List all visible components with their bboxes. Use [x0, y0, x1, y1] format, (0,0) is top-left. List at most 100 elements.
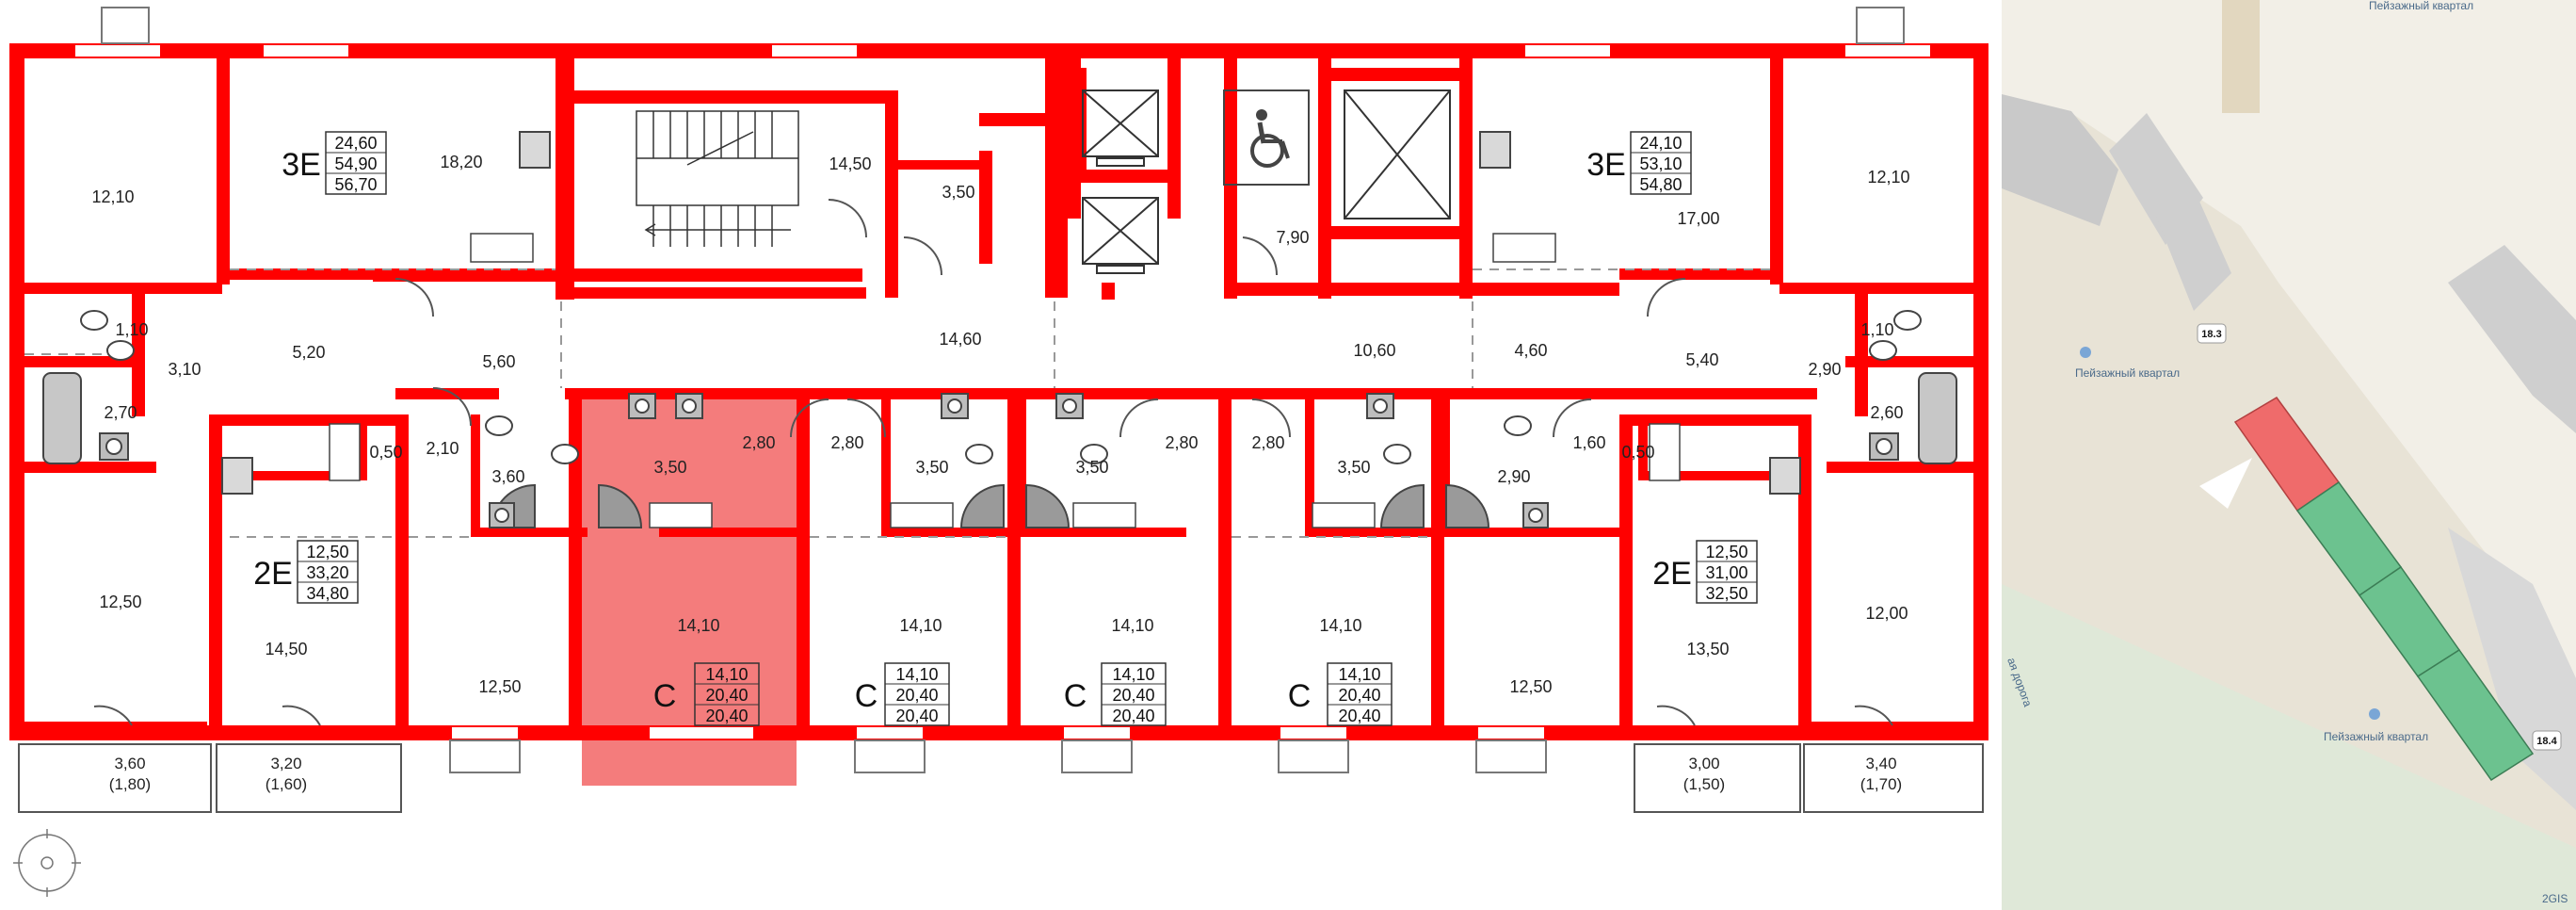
balcony-area: 3,40: [1865, 755, 1896, 772]
total-area-with-balcony: 34,80: [306, 584, 348, 603]
map-building: [2156, 188, 2231, 311]
apartment-type: 2Е: [253, 556, 293, 592]
total-area: 54,90: [334, 154, 377, 173]
building-number: 18.4: [2536, 736, 2557, 747]
apartment-box-studio-3[interactable]: С 14,10 20,40 20,40: [1064, 662, 1167, 726]
apartment-box-studio-2[interactable]: С 14,10 20,40 20,40: [855, 662, 950, 726]
room-area: 3,50: [915, 458, 948, 477]
room-area: 1,10: [115, 320, 148, 339]
counter-icon: [329, 233, 1681, 528]
balcony-outlines: [18, 743, 1984, 813]
room-area: 14,50: [829, 154, 871, 173]
room-area: 3,50: [653, 458, 686, 477]
room-area: 2,80: [1251, 433, 1284, 452]
room-area: 0,50: [1621, 443, 1654, 462]
map-building: [2002, 94, 2118, 226]
map-label: Пейзажный квартал: [2369, 0, 2473, 12]
room-area: 1,60: [1572, 433, 1605, 452]
room-area: 5,60: [482, 352, 515, 371]
total-area: 20,40: [895, 686, 938, 705]
room-area: 5,20: [292, 343, 325, 362]
shower-icon: [1445, 483, 1490, 528]
living-area: 14,10: [1112, 665, 1154, 684]
selected-apartment-highlight[interactable]: [582, 388, 797, 786]
apartment-box-studio-4[interactable]: С 14,10 20,40 20,40: [1288, 662, 1393, 726]
living-area: 24,60: [334, 134, 377, 153]
balcony-area: 3,20: [270, 755, 301, 772]
total-area: 53,10: [1639, 154, 1682, 173]
room-area: 12,00: [1865, 604, 1908, 623]
map-label: Пейзажный квартал: [2324, 730, 2428, 743]
room-area: 14,10: [1319, 616, 1361, 635]
room-area: 2,80: [830, 433, 863, 452]
balcony-area: 3,00: [1688, 755, 1719, 772]
stove-icon: [221, 131, 1801, 495]
room-area: 13,50: [1686, 640, 1729, 658]
map-poi-icon[interactable]: [2080, 347, 2091, 358]
room-area: 12,10: [91, 187, 134, 206]
room-area: 5,40: [1685, 350, 1718, 369]
building-number-badge: [2197, 323, 2227, 344]
balcony-area-reduced: (1,80): [109, 775, 151, 793]
living-area: 14,10: [895, 665, 938, 684]
total-area-with-balcony: 20,40: [895, 707, 938, 725]
elevator-2: [1082, 197, 1159, 274]
door-swings: [93, 199, 1893, 726]
living-area: 12,50: [1705, 543, 1747, 561]
bathtub-icon: [1918, 372, 1957, 464]
room-area-labels: 12,10 18,20 14,50 3,50 7,90 17,00 12,10 …: [91, 153, 1909, 696]
map-building: [2448, 245, 2576, 433]
room-area: 1,10: [1860, 320, 1893, 339]
room-area: 18,20: [440, 153, 482, 171]
apartment-type: 3Е: [282, 147, 321, 183]
total-area: 20,40: [1112, 686, 1154, 705]
map-brand: 2GIS: [2542, 892, 2568, 905]
location-map[interactable]: ая дорога Пейзажный квартал Пейзажный кв…: [2002, 0, 2576, 910]
room-area: 12,50: [1509, 677, 1552, 696]
room-area: 14,10: [1111, 616, 1153, 635]
total-area-with-balcony: 20,40: [705, 707, 748, 725]
total-area: 33,20: [306, 563, 348, 582]
room-area: 17,00: [1677, 209, 1719, 228]
balcony-area-reduced: (1,50): [1683, 775, 1725, 793]
sink-icon: [99, 393, 1899, 528]
total-area-with-balcony: 54,80: [1639, 175, 1682, 194]
apartment-box-2e-left[interactable]: 2Е 12,50 33,20 34,80: [253, 540, 359, 604]
wheelchair-icon: [1223, 89, 1310, 186]
room-area: 3,10: [168, 360, 201, 379]
living-area: 12,50: [306, 543, 348, 561]
total-area: 20,40: [1338, 686, 1380, 705]
room-area: 14,10: [677, 616, 719, 635]
living-area: 24,10: [1639, 134, 1682, 153]
plan-layer: 12,10 18,20 14,50 3,50 7,90 17,00 12,10 …: [9, 7, 1988, 897]
apartment-box-3e-left[interactable]: 3Е 24,60 54,90 56,70: [282, 131, 387, 195]
living-area: 14,10: [1338, 665, 1380, 684]
shower-icon: [959, 483, 1005, 528]
total-area-with-balcony: 20,40: [1338, 707, 1380, 725]
toilet-icon: [80, 310, 1922, 464]
bathtub-icon: [42, 372, 82, 464]
shower-icon: [598, 483, 643, 528]
apartment-type: 2Е: [1652, 556, 1692, 592]
balcony-area-reduced: (1,60): [266, 775, 307, 793]
total-area: 31,00: [1705, 563, 1747, 582]
total-area-with-balcony: 32,50: [1705, 584, 1747, 603]
room-area: 10,60: [1353, 341, 1395, 360]
room-area: 12,50: [99, 593, 141, 611]
room-area: 7,90: [1276, 228, 1309, 247]
room-area: 0,50: [369, 443, 402, 462]
compass-icon: [13, 829, 81, 897]
map-label: Пейзажный квартал: [2075, 366, 2180, 380]
map-building-section[interactable]: [2416, 648, 2535, 782]
balcony-area: 3,60: [114, 755, 145, 772]
total-area: 20,40: [705, 686, 748, 705]
room-area: 3,50: [1075, 458, 1108, 477]
map-poi-icon[interactable]: [2369, 708, 2380, 720]
apartment-box-studio-1[interactable]: С 14,10 20,40 20,40: [653, 662, 760, 726]
room-area: 14,10: [899, 616, 942, 635]
apartment-box-2e-right[interactable]: 2Е 12,50 31,00 32,50: [1652, 540, 1758, 604]
apartment-box-3e-right[interactable]: 3Е 24,10 53,10 54,80: [1586, 131, 1692, 195]
room-area: 2,80: [1165, 433, 1198, 452]
